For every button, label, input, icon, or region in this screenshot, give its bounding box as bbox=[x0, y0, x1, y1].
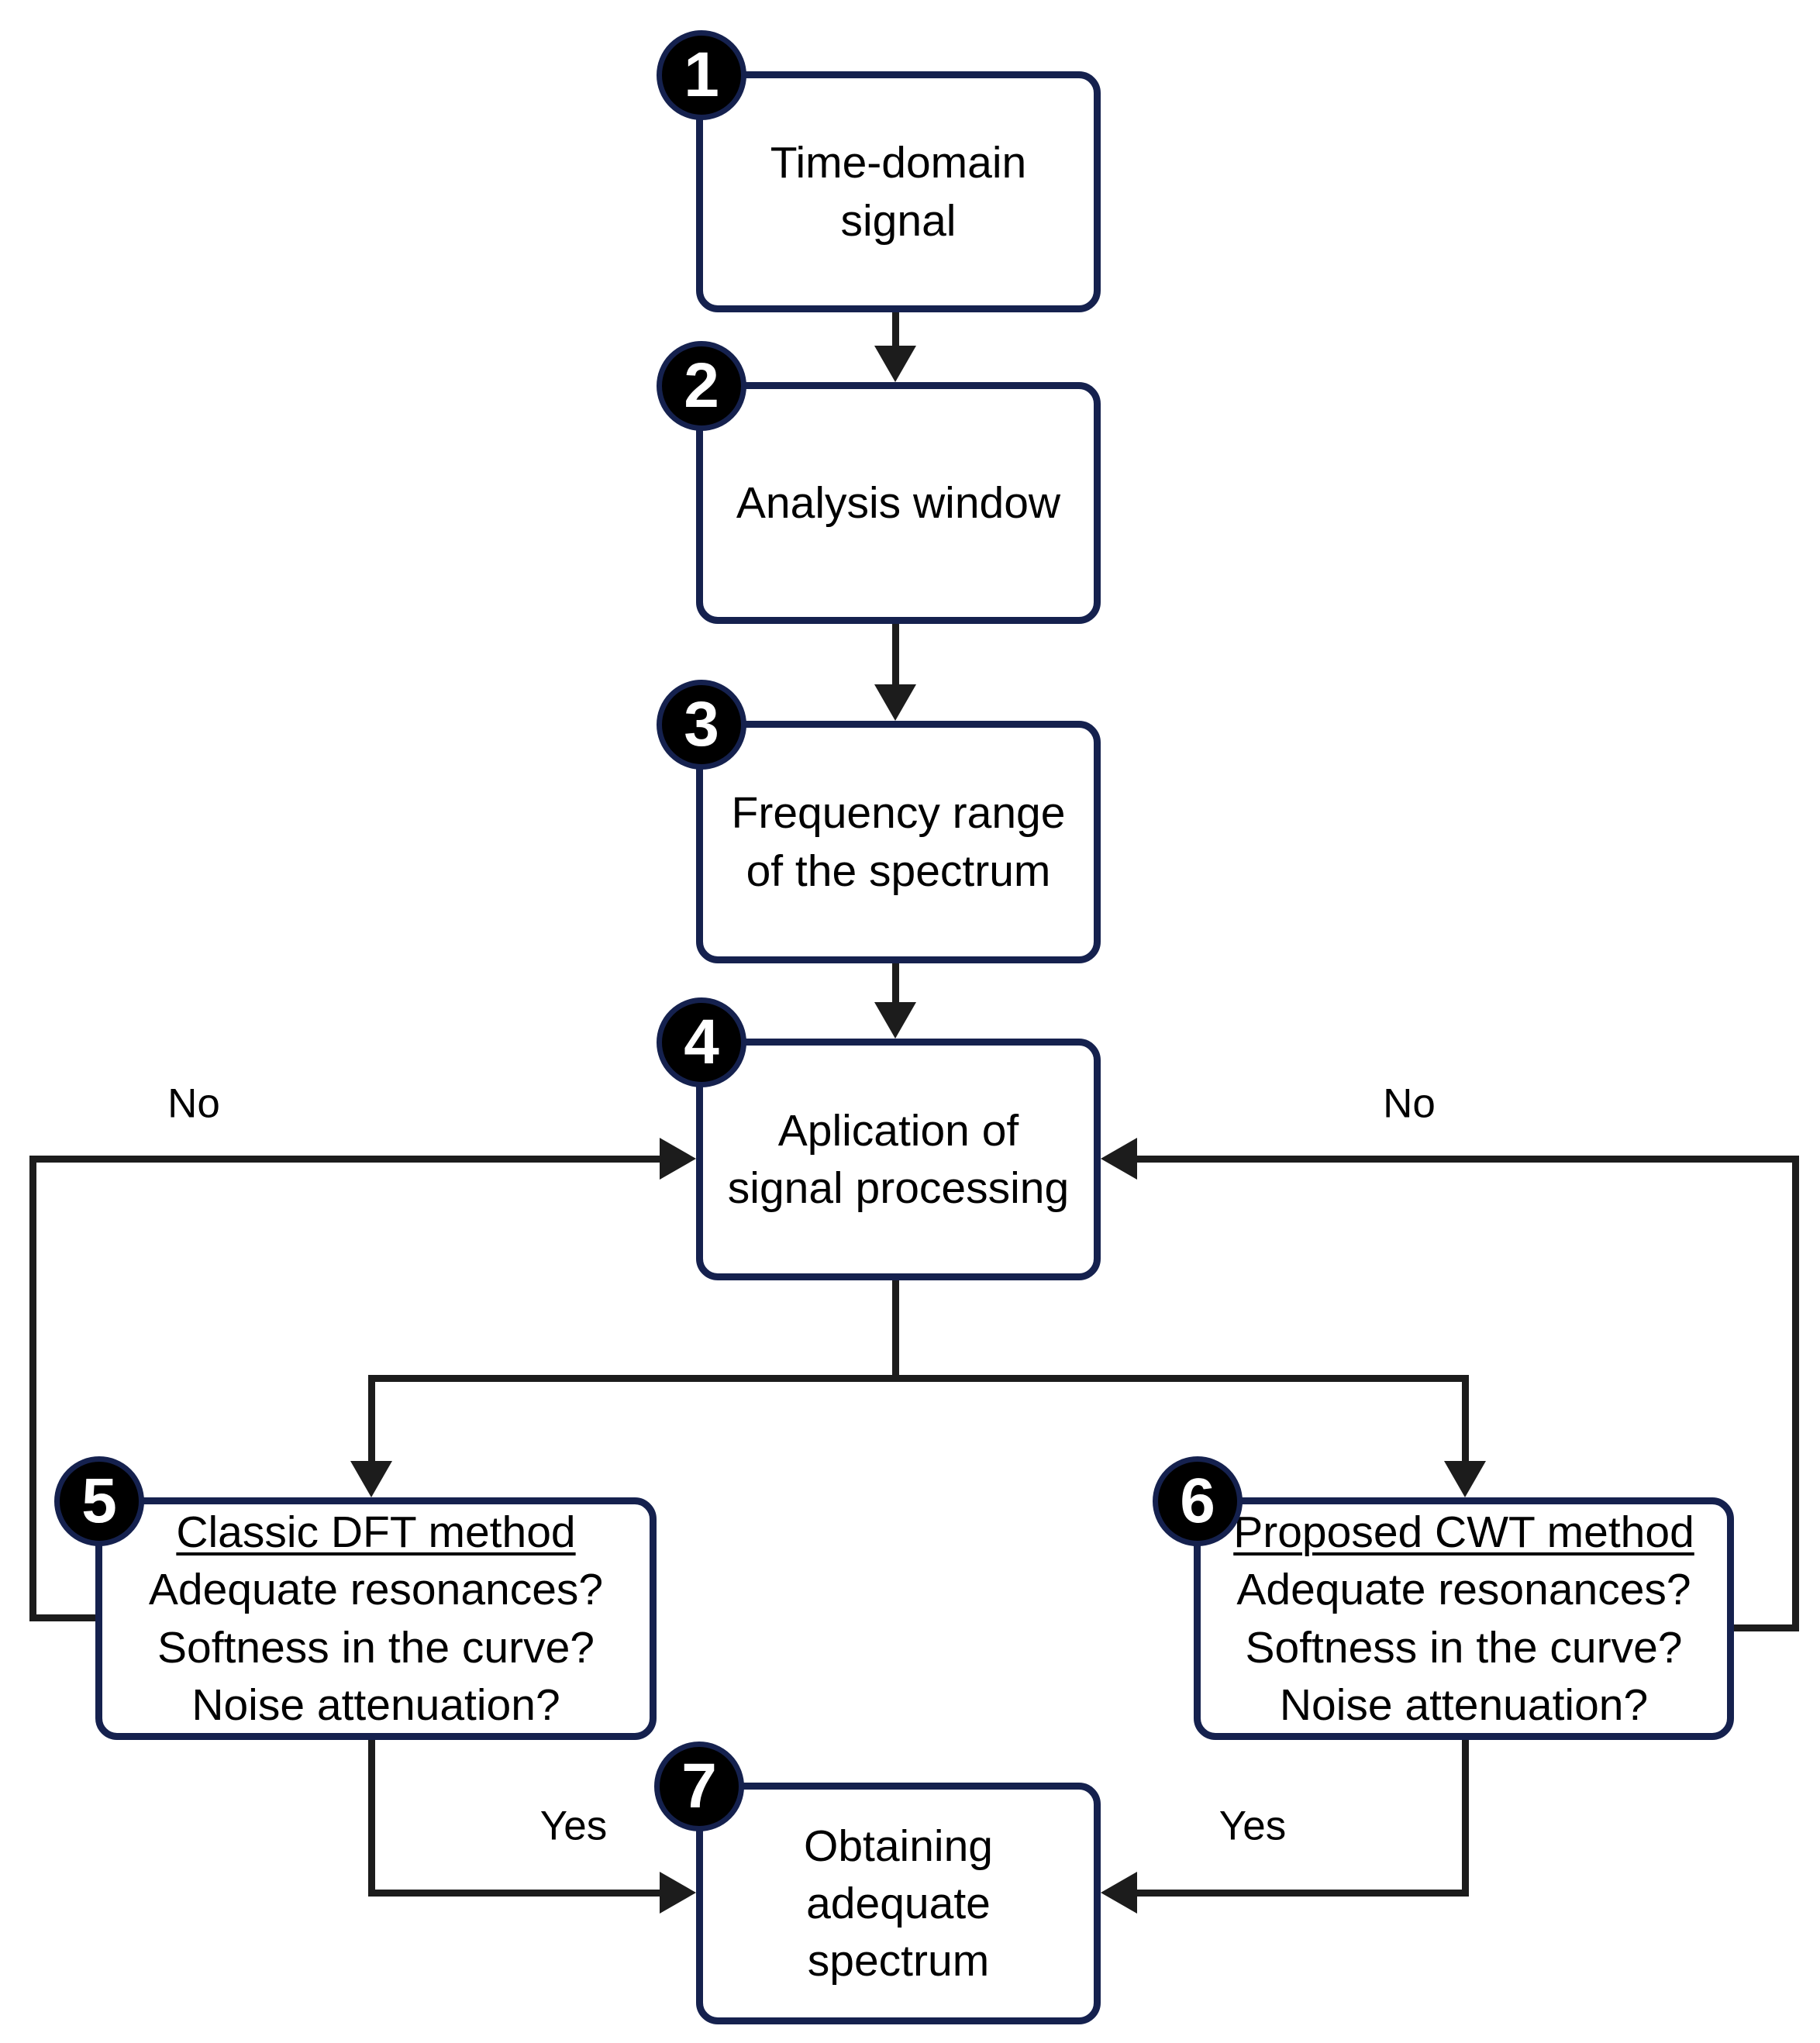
label-line: Analysis window bbox=[736, 477, 1061, 528]
step-number: 5 bbox=[81, 1466, 117, 1536]
label-line: signal processing bbox=[727, 1163, 1070, 1213]
arrowhead-no-into-box4-left bbox=[660, 1138, 696, 1180]
step-label: Obtaining adequate spectrum bbox=[804, 1817, 993, 1990]
step-badge-7: 7 bbox=[654, 1742, 744, 1831]
arrowhead-into-box3 bbox=[874, 684, 916, 721]
yes-left-hline bbox=[368, 1890, 661, 1897]
label-line: Frequency range bbox=[731, 788, 1066, 839]
label-line: adequate bbox=[806, 1878, 991, 1928]
step-label: Aplication of signal processing bbox=[728, 1102, 1069, 1217]
step-number: 3 bbox=[684, 689, 719, 760]
no-loop-right-vline bbox=[1792, 1156, 1799, 1631]
step-badge-3: 3 bbox=[657, 680, 746, 770]
label-line: spectrum bbox=[807, 1936, 990, 1986]
edge-4-6-line bbox=[1462, 1375, 1469, 1466]
arrowhead-yes-into-box7-right bbox=[1101, 1872, 1137, 1914]
arrowhead-no-into-box4-right bbox=[1101, 1138, 1137, 1180]
edge-4-5-line bbox=[368, 1375, 375, 1466]
step-box-classic-dft: Classic DFT method Adequate resonances? … bbox=[95, 1497, 657, 1740]
step-badge-1: 1 bbox=[657, 30, 746, 120]
edge-4-branch-stem bbox=[892, 1280, 899, 1382]
step-badge-2: 2 bbox=[657, 341, 746, 431]
edge-4-branch-bar bbox=[368, 1375, 1469, 1382]
yes-right-vline bbox=[1462, 1740, 1469, 1897]
step-label: Analysis window bbox=[736, 474, 1060, 532]
no-loop-right-hline bbox=[1136, 1156, 1799, 1163]
step-box-analysis-window: Analysis window bbox=[696, 382, 1101, 624]
edge-label-yes-right: Yes bbox=[1219, 1803, 1287, 1849]
edge-label-no-left: No bbox=[167, 1080, 220, 1127]
label-line: Aplication of bbox=[777, 1105, 1019, 1156]
step-label: Frequency range of the spectrum bbox=[732, 784, 1066, 899]
step-label: Classic DFT method Adequate resonances? … bbox=[149, 1504, 603, 1733]
arrowhead-yes-into-box7-left bbox=[660, 1872, 696, 1914]
edge-label-yes-left: Yes bbox=[539, 1803, 608, 1849]
edge-3-4-line bbox=[892, 963, 899, 1008]
step-badge-6: 6 bbox=[1153, 1456, 1243, 1546]
arrowhead-into-box4 bbox=[874, 1002, 916, 1039]
label-line: signal bbox=[840, 195, 957, 246]
label-line: Obtaining bbox=[803, 1821, 993, 1871]
step-number: 1 bbox=[684, 40, 719, 110]
edge-label-no-right: No bbox=[1383, 1080, 1436, 1127]
step-number: 7 bbox=[681, 1751, 717, 1821]
question-line: Noise attenuation? bbox=[1279, 1680, 1649, 1730]
no-loop-left-vline bbox=[29, 1156, 36, 1621]
step-badge-4: 4 bbox=[657, 997, 746, 1087]
arrowhead-into-box2 bbox=[874, 346, 916, 382]
step-number: 6 bbox=[1180, 1466, 1215, 1536]
step-label: Proposed CWT method Adequate resonances?… bbox=[1233, 1504, 1694, 1733]
question-line: Adequate resonances? bbox=[148, 1565, 604, 1615]
label-line: of the spectrum bbox=[746, 846, 1051, 896]
method-title: Classic DFT method bbox=[176, 1507, 576, 1558]
edge-2-3-line bbox=[892, 624, 899, 691]
step-badge-5: 5 bbox=[54, 1456, 144, 1546]
question-line: Noise attenuation? bbox=[191, 1680, 560, 1730]
method-title: Proposed CWT method bbox=[1233, 1507, 1694, 1558]
step-box-frequency-range: Frequency range of the spectrum bbox=[696, 721, 1101, 963]
step-number: 2 bbox=[684, 350, 719, 421]
no-loop-left-hline bbox=[29, 1156, 661, 1163]
no-loop-left-stub bbox=[29, 1614, 95, 1621]
step-box-adequate-spectrum: Obtaining adequate spectrum bbox=[696, 1783, 1101, 2024]
yes-left-vline bbox=[368, 1740, 375, 1897]
arrowhead-into-box5 bbox=[350, 1461, 392, 1497]
question-line: Softness in the curve? bbox=[157, 1622, 595, 1673]
step-box-proposed-cwt: Proposed CWT method Adequate resonances?… bbox=[1194, 1497, 1734, 1740]
step-number: 4 bbox=[684, 1007, 719, 1077]
step-box-signal-processing: Aplication of signal processing bbox=[696, 1039, 1101, 1280]
question-line: Softness in the curve? bbox=[1245, 1622, 1683, 1673]
edge-1-2-line bbox=[892, 312, 899, 353]
yes-right-hline bbox=[1136, 1890, 1469, 1897]
question-line: Adequate resonances? bbox=[1236, 1565, 1691, 1615]
label-line: Time-domain bbox=[770, 138, 1027, 188]
arrowhead-into-box6 bbox=[1444, 1461, 1486, 1497]
no-loop-right-stub bbox=[1734, 1624, 1799, 1631]
step-label: Time-domain signal bbox=[770, 134, 1026, 249]
step-box-time-domain-signal: Time-domain signal bbox=[696, 71, 1101, 312]
